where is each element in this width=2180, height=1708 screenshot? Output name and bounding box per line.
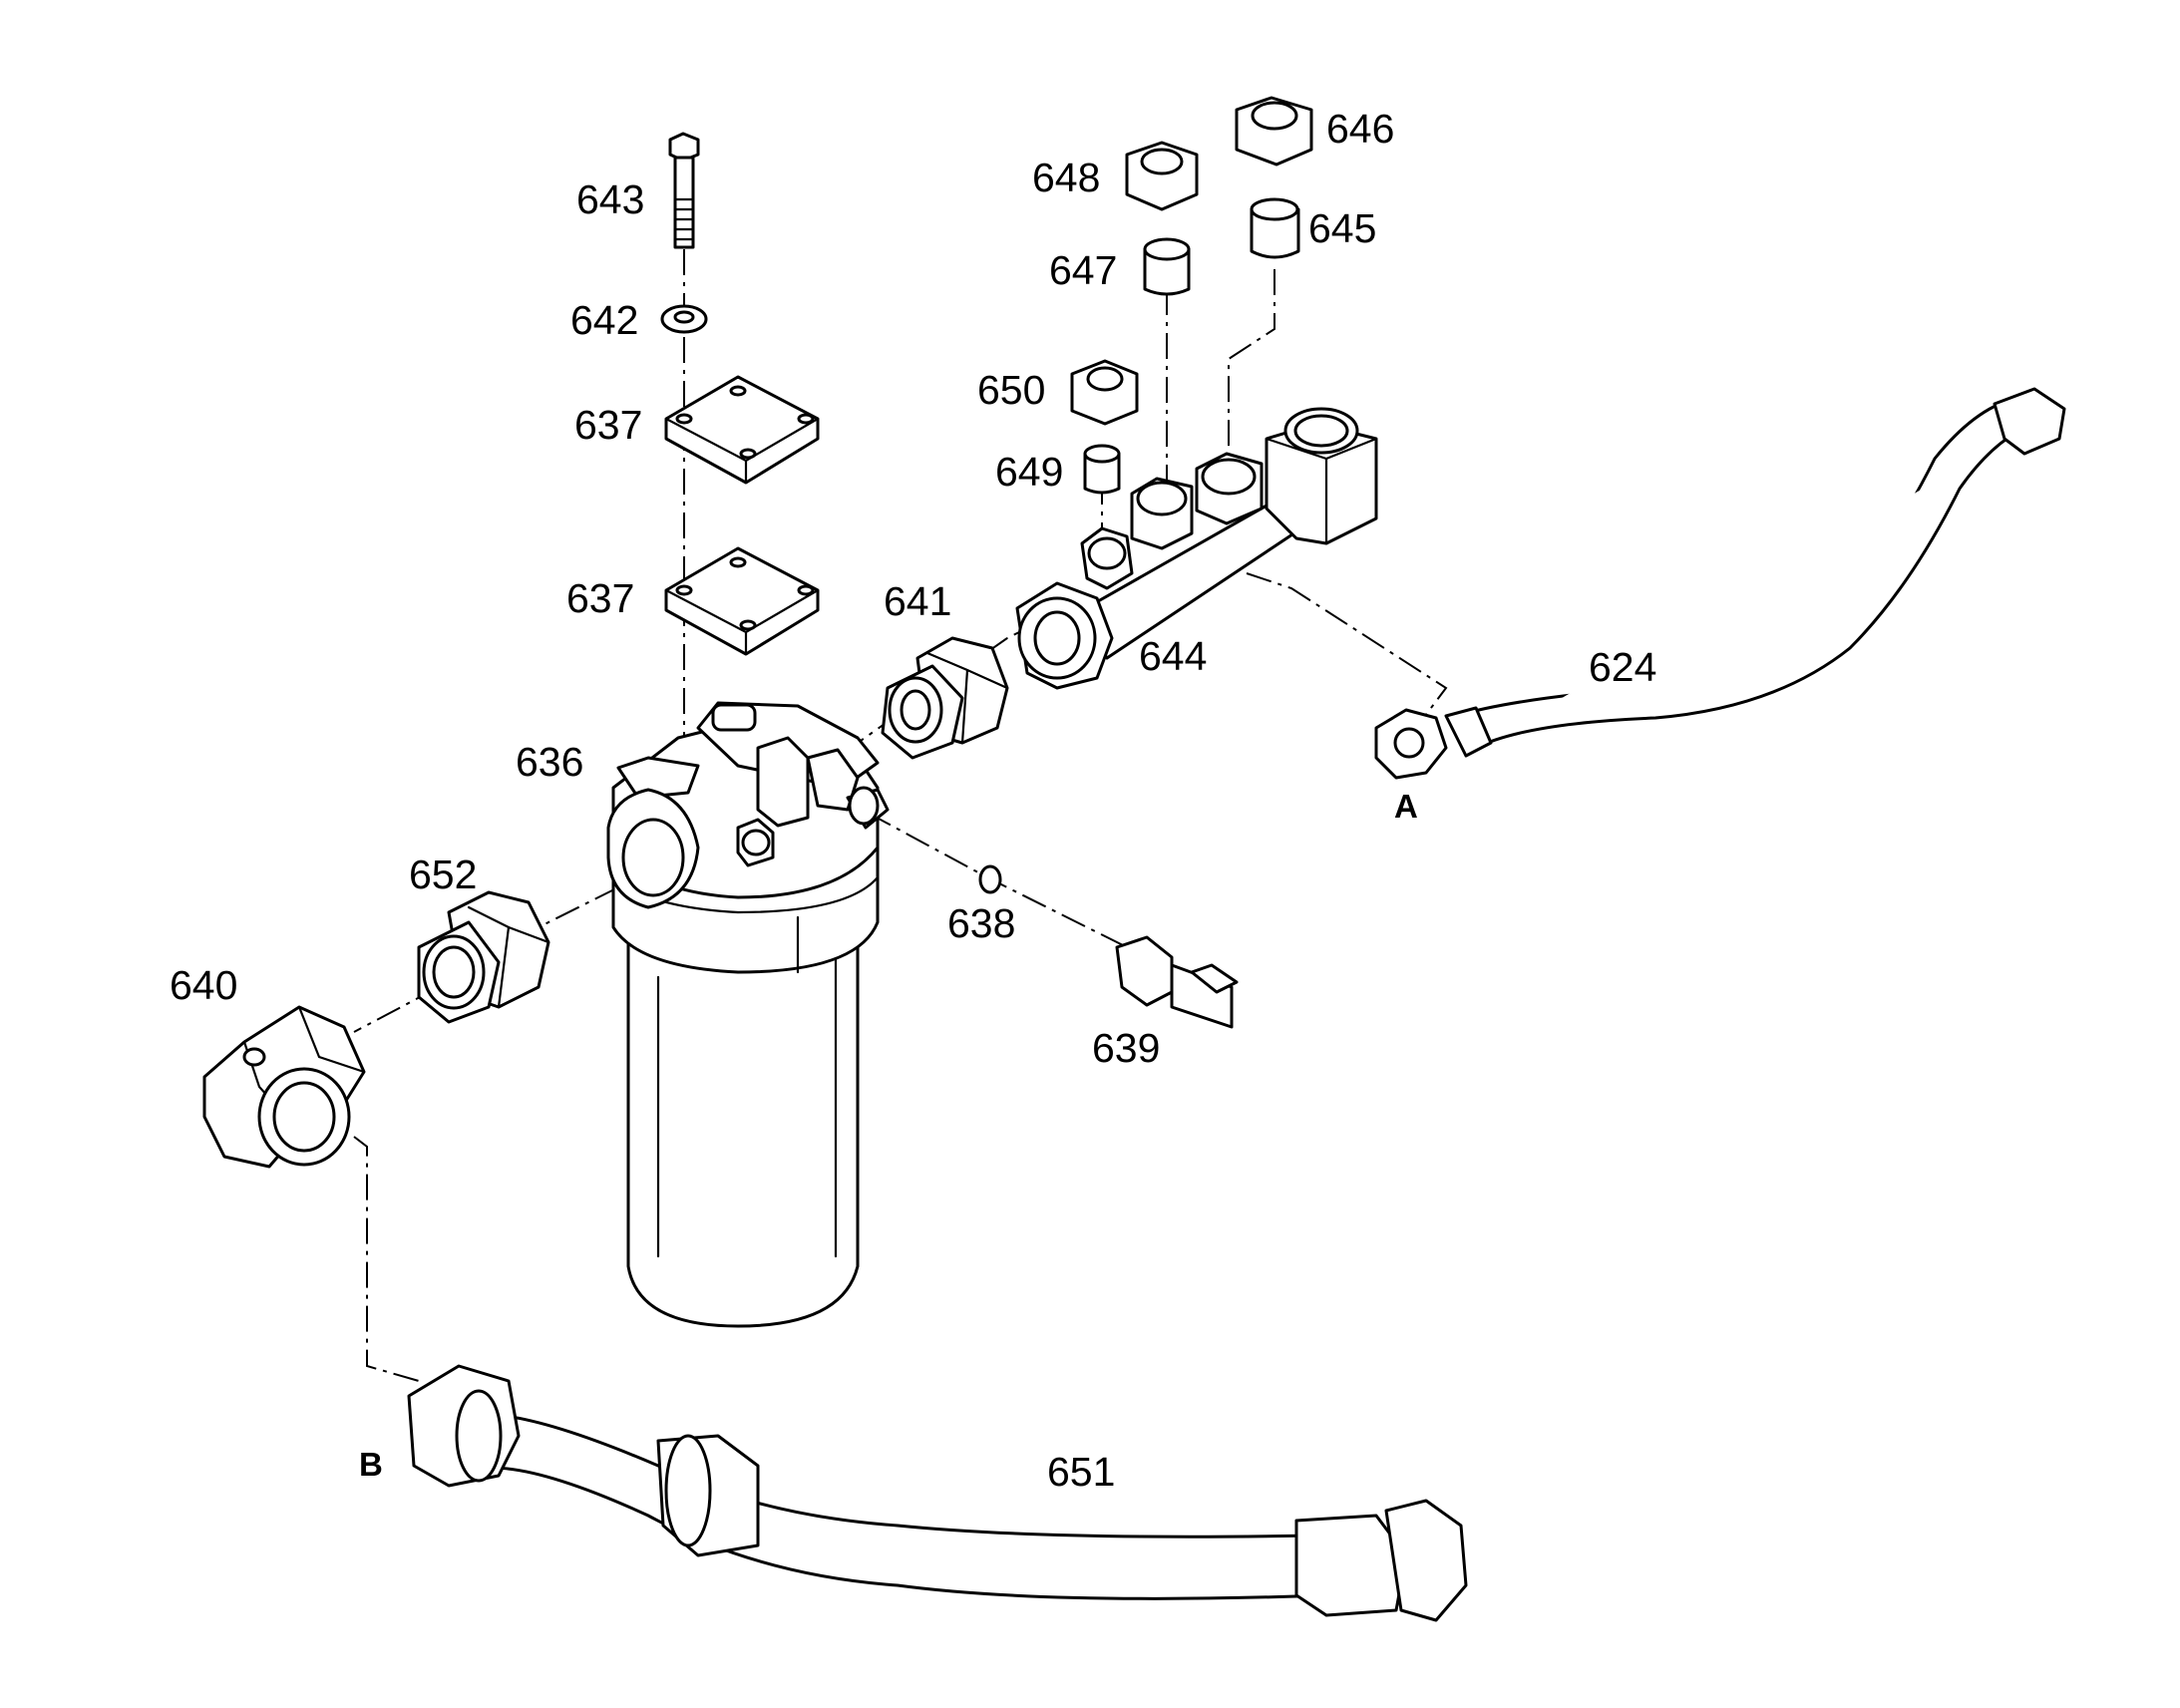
bolt-643: [668, 132, 700, 249]
label-651: 651: [1047, 1449, 1115, 1495]
label-644: 644: [1139, 633, 1207, 679]
sensor-639: [1115, 935, 1239, 1029]
label-650: 650: [977, 367, 1045, 413]
hose-651: [407, 1364, 1468, 1622]
part-labels: 643 642 637 637 636 641 644 648 646 647 …: [170, 106, 1656, 1495]
label-639: 639: [1092, 1025, 1160, 1071]
label-636: 636: [516, 739, 583, 785]
label-624: 624: [1589, 644, 1656, 690]
manifold-644: [1015, 407, 1378, 690]
o-ring-638: [978, 864, 1002, 894]
label-646: 646: [1326, 106, 1394, 152]
label-645: 645: [1308, 205, 1376, 251]
fitting-641: [881, 636, 1009, 760]
cap-nut-650: [1070, 359, 1139, 426]
elbow-640: [202, 1005, 366, 1169]
label-649: 649: [995, 449, 1063, 495]
label-638: 638: [947, 900, 1015, 946]
cap-nut-646: [1235, 96, 1313, 167]
label-637-lower: 637: [566, 575, 634, 621]
adapter-652: [417, 890, 550, 1024]
leader-640-to-B: [353, 1136, 420, 1382]
reference-A: A: [1394, 788, 1418, 825]
label-647: 647: [1049, 247, 1117, 293]
hose-624: [1374, 387, 2066, 780]
reference-B: B: [359, 1446, 383, 1483]
washer-642: [660, 304, 708, 334]
plate-637-lower: [664, 546, 820, 656]
plug-649: [1083, 444, 1121, 495]
filter-head-636: [606, 701, 890, 1328]
label-648: 648: [1032, 155, 1100, 200]
leader-645-axis: [1228, 269, 1275, 459]
plug-647: [1143, 237, 1191, 296]
label-640: 640: [170, 962, 237, 1008]
cap-nut-648: [1125, 141, 1199, 211]
leader-652-to-head: [538, 886, 619, 928]
leader-644-to-A: [1246, 572, 1448, 729]
label-643: 643: [576, 176, 644, 222]
plug-645: [1250, 197, 1300, 259]
label-652: 652: [409, 852, 477, 897]
label-637-upper: 637: [574, 402, 642, 448]
label-642: 642: [570, 297, 638, 343]
plate-637-upper: [664, 375, 820, 485]
label-641: 641: [884, 578, 951, 624]
leader-lines: [353, 249, 1448, 1382]
